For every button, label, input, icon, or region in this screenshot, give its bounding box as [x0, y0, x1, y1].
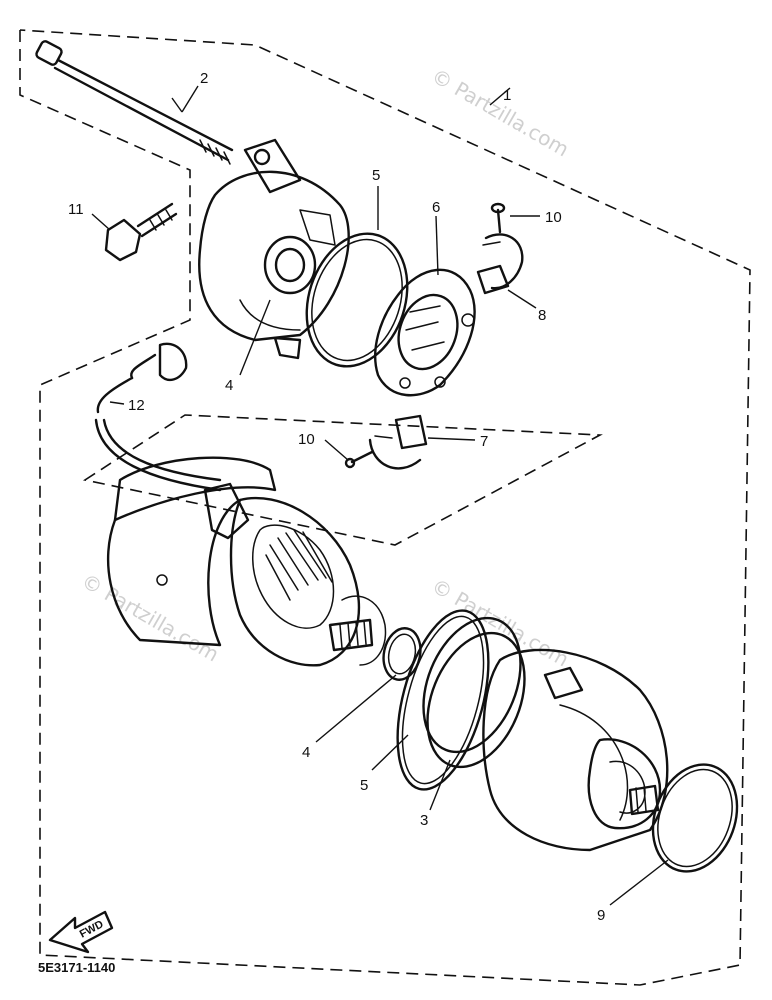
watermarks: © Partzilla.com © Partzilla.com © Partzi…	[78, 64, 574, 672]
label-part-4-lower: 4	[302, 744, 310, 761]
label-part-10-lower: 10	[298, 431, 315, 448]
o-ring-upper	[305, 232, 409, 368]
diagram-code: 5E3171-1140	[38, 960, 115, 975]
part-labels: 1 2 11 5 6 10 8 4 7 10 12 4 5 3 9	[68, 70, 605, 924]
fwd-label: FWD	[78, 918, 106, 940]
label-part-3: 3	[420, 812, 428, 829]
motor-yoke	[106, 456, 387, 667]
leader-lines	[91, 85, 669, 906]
rear-cover	[198, 138, 350, 360]
label-part-5-upper: 5	[372, 167, 380, 184]
fwd-arrow-icon: FWD	[48, 910, 114, 954]
front-housing	[482, 648, 669, 852]
through-bolt	[35, 40, 234, 165]
bolt-short	[104, 202, 178, 262]
label-part-4-upper: 4	[225, 377, 233, 394]
lead-wire	[94, 342, 250, 540]
label-part-12: 12	[128, 397, 145, 414]
o-ring-end	[651, 763, 739, 873]
label-part-5-lower: 5	[360, 777, 368, 794]
brush-lower	[344, 414, 428, 470]
brush-plate	[374, 268, 476, 397]
o-ring-large	[396, 609, 490, 791]
label-part-1: 1	[503, 87, 511, 104]
sleeve-ring	[422, 616, 526, 769]
brush-upper	[476, 202, 524, 295]
label-part-8: 8	[538, 307, 546, 324]
label-part-7: 7	[480, 433, 488, 450]
label-part-9: 9	[597, 907, 605, 924]
label-part-6: 6	[432, 199, 440, 216]
label-part-10-upper: 10	[545, 209, 562, 226]
assembly-boundary	[19, 29, 751, 986]
o-ring-small	[382, 627, 422, 681]
label-part-2: 2	[200, 70, 208, 87]
watermark-left: © Partzilla.com	[78, 569, 224, 667]
label-part-11: 11	[68, 201, 84, 218]
watermark-top: © Partzilla.com	[428, 64, 574, 162]
